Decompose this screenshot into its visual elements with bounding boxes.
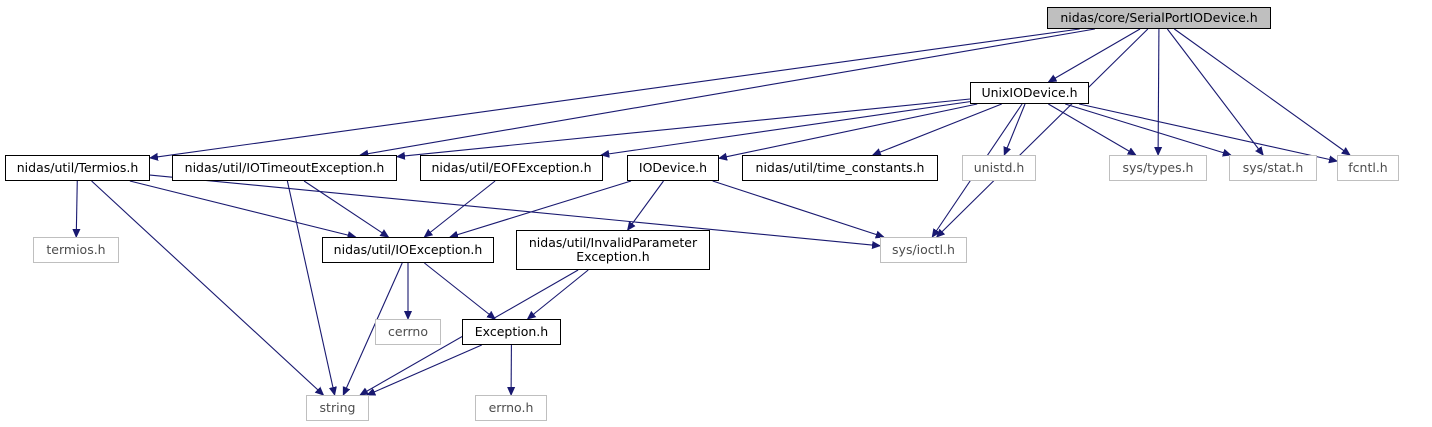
node-serial-port-io-device-h[interactable]: nidas/core/SerialPortIODevice.h: [1047, 7, 1271, 29]
edge-termios_h-to-sysioctl: [149, 174, 880, 246]
node-label: nidas/util/Termios.h: [16, 160, 139, 175]
edge-eofexc-to-ioexc: [424, 180, 496, 237]
node-unix-io-device-h[interactable]: UnixIODevice.h: [970, 82, 1089, 104]
edge-termios_h-to-termios_sys: [76, 180, 77, 237]
node-sys-types-h[interactable]: sys/types.h: [1109, 155, 1207, 181]
node-termios-util-h[interactable]: nidas/util/Termios.h: [5, 155, 150, 181]
edge-iodevice-to-invparam: [628, 180, 664, 230]
edge-root-to-fcntl: [1174, 28, 1350, 155]
node-label: nidas/util/InvalidParameter Exception.h: [528, 235, 698, 264]
edge-termios_h-to-string: [91, 180, 324, 395]
node-label: IODevice.h: [638, 160, 708, 175]
edge-root-to-iotimeout: [360, 28, 1095, 155]
edge-root-to-sysstat: [1166, 28, 1263, 155]
edge-iodevice-to-ioexc: [450, 180, 632, 237]
edge-unixio-to-iodevice: [719, 103, 978, 158]
node-label: nidas/util/EOFException.h: [431, 160, 592, 175]
node-time-constants-h[interactable]: nidas/util/time_constants.h: [742, 155, 938, 181]
edge-root-to-systypes: [1158, 28, 1159, 155]
node-label: Exception.h: [474, 324, 549, 339]
node-string[interactable]: string: [306, 395, 369, 421]
edge-ioexc-to-exception: [424, 262, 495, 319]
edge-unixio-to-unistd: [1004, 103, 1026, 155]
edge-unixio-to-fcntl: [1079, 103, 1337, 161]
edge-unixio-to-eofexc: [601, 101, 971, 155]
edge-unixio-to-systypes: [1048, 103, 1135, 155]
node-label: fcntl.h: [1348, 160, 1388, 175]
node-label: nidas/util/IOTimeoutException.h: [184, 160, 385, 175]
node-cerrno[interactable]: cerrno: [375, 319, 441, 345]
edge-iotimeout-to-string: [286, 180, 334, 395]
edge-unixio-to-iotimeout: [397, 98, 971, 157]
edge-termios_h-to-ioexc: [129, 180, 356, 237]
node-termios-h[interactable]: termios.h: [33, 237, 119, 263]
node-io-device-h[interactable]: IODevice.h: [627, 155, 719, 181]
node-label: nidas/util/time_constants.h: [755, 160, 925, 175]
edge-exception-to-string: [367, 344, 482, 396]
node-label: cerrno: [388, 324, 428, 339]
node-io-exception-h[interactable]: nidas/util/IOException.h: [322, 237, 494, 263]
node-errno-h[interactable]: errno.h: [475, 395, 547, 421]
edge-invparam-to-exception: [528, 269, 589, 319]
node-label: errno.h: [488, 400, 534, 415]
node-label: UnixIODevice.h: [981, 85, 1078, 100]
node-fcntl-h[interactable]: fcntl.h: [1337, 155, 1399, 181]
node-io-timeout-exception-h[interactable]: nidas/util/IOTimeoutException.h: [172, 155, 397, 181]
node-invalid-parameter-exception-h[interactable]: nidas/util/InvalidParameter Exception.h: [516, 230, 710, 270]
edge-ioexc-to-string: [342, 262, 403, 395]
node-label: sys/types.h: [1122, 160, 1194, 175]
edge-iodevice-to-sysioctl: [712, 180, 884, 237]
edge-unixio-to-timeconst: [873, 103, 1002, 155]
node-label: nidas/util/IOException.h: [333, 242, 483, 257]
edge-root-to-sysioctl: [937, 28, 1149, 237]
node-label: sys/stat.h: [1242, 160, 1304, 175]
edge-root-to-termios_h: [150, 28, 1080, 158]
node-exception-h[interactable]: Exception.h: [462, 319, 561, 345]
node-label: nidas/core/SerialPortIODevice.h: [1060, 10, 1258, 25]
node-label: sys/ioctl.h: [892, 242, 955, 257]
node-label: termios.h: [46, 242, 106, 257]
edge-root-to-unixio: [1048, 28, 1141, 82]
node-label: unistd.h: [973, 160, 1025, 175]
node-sys-ioctl-h[interactable]: sys/ioctl.h: [880, 237, 967, 263]
node-label: string: [319, 400, 356, 415]
node-eof-exception-h[interactable]: nidas/util/EOFException.h: [420, 155, 603, 181]
edge-iotimeout-to-ioexc: [303, 180, 388, 237]
node-unistd-h[interactable]: unistd.h: [962, 155, 1036, 181]
node-sys-stat-h[interactable]: sys/stat.h: [1229, 155, 1317, 181]
edge-unixio-to-sysstat: [1065, 103, 1231, 155]
